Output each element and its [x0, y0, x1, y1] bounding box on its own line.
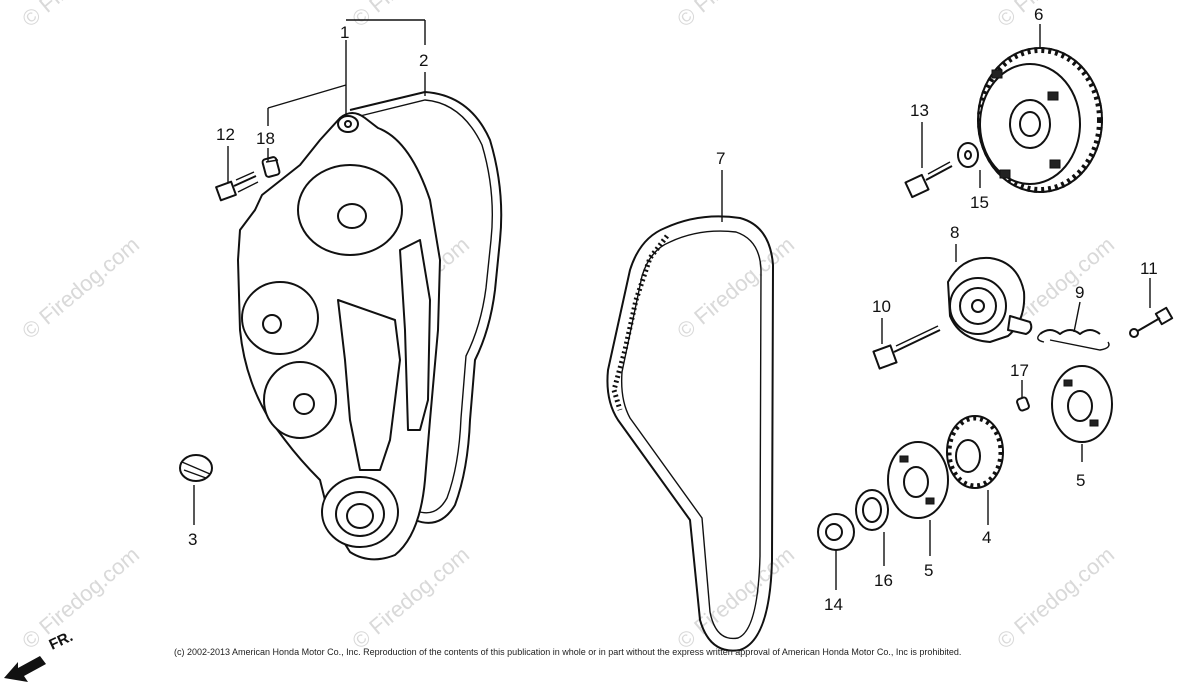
collar-part-18: [261, 156, 281, 178]
cover-gasket-inner: [359, 99, 493, 514]
watermark: © Firedog.com: [672, 0, 799, 32]
callout-5-right: 5: [1076, 471, 1085, 490]
bolt-part-12: [215, 171, 259, 202]
callout-5-left: 5: [924, 561, 933, 580]
copyright-notice: (c) 2002-2013 American Honda Motor Co., …: [174, 647, 961, 657]
tensioner-part-8: [947, 256, 1033, 343]
watermark: © Firedog.com: [672, 542, 799, 654]
callout-17: 17: [1010, 361, 1029, 380]
cover-channel: [399, 239, 431, 431]
callout-6: 6: [1034, 5, 1043, 24]
crank-seal-inner: [335, 491, 385, 537]
callout-10: 10: [872, 297, 891, 316]
callout-14: 14: [824, 595, 843, 614]
watermark: © Firedog.com: [17, 232, 144, 344]
cover-hole-lower: [293, 393, 315, 415]
cover-boss-lower: [263, 361, 337, 439]
watermark: © Firedog.com: [672, 232, 799, 344]
callout-3: 3: [188, 530, 197, 549]
cover-mount-hole: [344, 120, 352, 128]
callout-labels: 1 2 3 4 5 5 6 7 8 9 10 11 12 13 14 15 16…: [188, 5, 1158, 614]
cover-gasket: [349, 91, 503, 524]
timing-belt-inner: [620, 230, 762, 640]
guide-plate-part-5-right: [1051, 365, 1113, 443]
washer-part-15: [957, 142, 979, 168]
washer-part-16: [855, 489, 889, 531]
callout-18: 18: [256, 129, 275, 148]
cover-boss-upper: [297, 164, 403, 256]
watermark: © Firedog.com: [17, 0, 144, 32]
callout-9: 9: [1075, 283, 1084, 302]
watermark: © Firedog.com: [992, 0, 1119, 32]
crank-pulley-part-4: [946, 415, 1004, 489]
nut-part-14: [817, 513, 855, 551]
callout-16: 16: [874, 571, 893, 590]
callout-1: 1: [340, 23, 349, 42]
watermark: © Firedog.com: [17, 542, 144, 654]
plug-part-3: [179, 454, 213, 482]
cover-rib: [337, 299, 401, 471]
leader-lines: [193, 19, 1151, 590]
callout-13: 13: [910, 101, 929, 120]
bolt-part-13: [904, 161, 953, 199]
callout-11: 11: [1140, 259, 1158, 278]
key-part-17: [1016, 396, 1030, 412]
timing-belt: [606, 215, 774, 652]
bolt-part-11: [1129, 306, 1174, 338]
cover-mount-tab: [337, 115, 359, 133]
front-arrow-icon: [4, 656, 46, 682]
callout-2: 2: [419, 51, 428, 70]
cover-hole-mid: [262, 314, 282, 334]
crank-seal-bore: [346, 503, 374, 529]
watermark-layer: © Firedog.com © Firedog.com © Firedog.co…: [17, 0, 1119, 654]
bolt-part-10: [872, 325, 941, 370]
spring-part-9: [1037, 329, 1110, 351]
watermark: © Firedog.com: [992, 542, 1119, 654]
callout-4: 4: [982, 528, 991, 547]
cover-hole-upper: [337, 203, 367, 229]
callout-15: 15: [970, 193, 989, 212]
callout-12: 12: [216, 125, 235, 144]
cam-pulley-part-6: [977, 47, 1103, 193]
callout-7: 7: [716, 149, 725, 168]
callout-8: 8: [950, 223, 959, 242]
watermark: © Firedog.com: [347, 0, 474, 32]
guide-plate-part-5-left: [887, 441, 949, 519]
